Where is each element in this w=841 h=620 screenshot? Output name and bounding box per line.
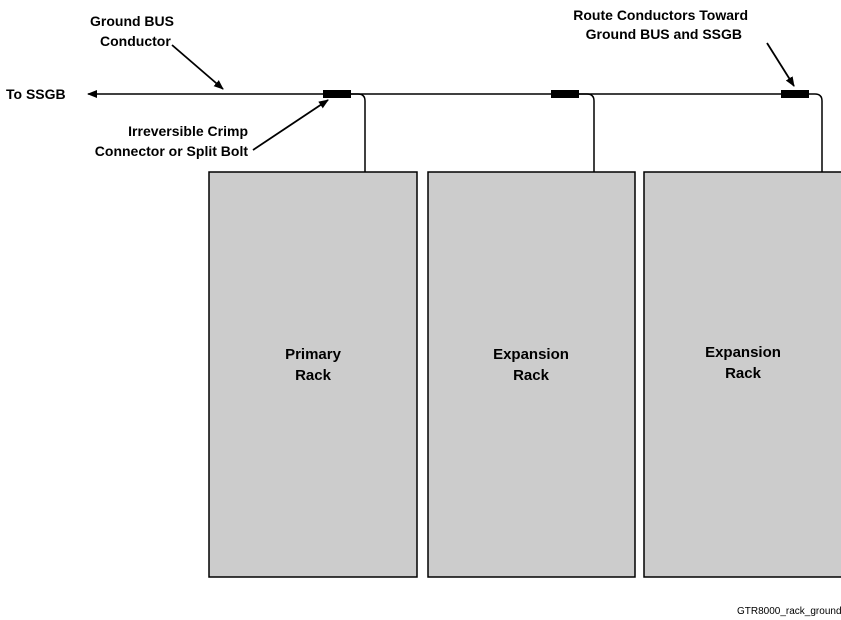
primary-rack-label-line2: Rack xyxy=(295,367,332,384)
ground-bus-label-line2: Conductor xyxy=(100,33,171,49)
route-leader-arrow xyxy=(766,42,795,87)
figure-id: GTR8000_rack_groundin xyxy=(737,606,841,617)
primary-rack xyxy=(208,171,418,578)
expansion-rack-2-label-line1: Expansion xyxy=(705,344,781,361)
route-label-line1: Route Conductors Toward xyxy=(573,7,748,23)
primary-rack-label-line1: Primary xyxy=(285,346,342,363)
rack-conductor-expansion-1 xyxy=(578,93,595,172)
rack-conductor-primary xyxy=(350,93,366,172)
expansion-rack-1-label-line1: Expansion xyxy=(493,346,569,363)
crimp-leader-arrow xyxy=(252,99,329,151)
rack-conductor-expansion-2 xyxy=(808,93,823,172)
expansion-rack-2-label-line2: Rack xyxy=(725,365,762,382)
expansion-rack-1 xyxy=(427,171,636,578)
expansion-rack-1-label-line2: Rack xyxy=(513,367,550,384)
crimp-connector-1 xyxy=(323,90,351,98)
crimp-label-line1: Irreversible Crimp xyxy=(128,123,248,139)
route-label-line2: Ground BUS and SSGB xyxy=(586,26,742,42)
crimp-label-line2: Connector or Split Bolt xyxy=(95,143,249,159)
ground-bus-leader-arrow xyxy=(171,44,224,90)
expansion-rack-2 xyxy=(643,171,841,578)
ground-bus-label-line1: Ground BUS xyxy=(90,13,174,29)
to-ssgb-label: To SSGB xyxy=(6,86,66,102)
crimp-connector-3 xyxy=(781,90,809,98)
crimp-connector-2 xyxy=(551,90,579,98)
